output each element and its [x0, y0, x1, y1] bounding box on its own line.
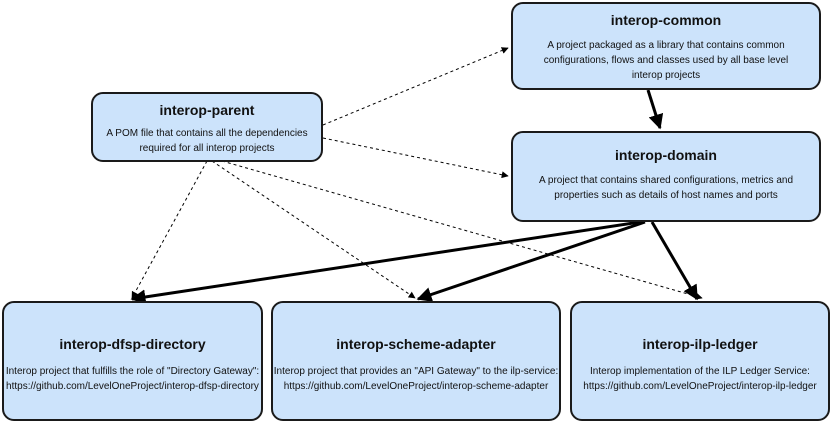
desc-line: required for all interop projects — [139, 143, 275, 154]
node-description: A project packaged as a library that con… — [544, 38, 789, 83]
edge-domain-ledger — [650, 221, 699, 301]
node-interop-common: interop-common A project packaged as a l… — [511, 2, 821, 90]
edge-parent-scheme — [211, 160, 416, 299]
edge-parent-ledger — [221, 160, 703, 300]
edge-parent-dfsp — [131, 160, 208, 299]
desc-line: https://github.com/LevelOneProject/inter… — [583, 381, 817, 392]
node-interop-scheme-adapter: interop-scheme-adapter Interop project t… — [271, 301, 561, 421]
edge-parent-common — [322, 47, 509, 126]
edge-domain-dfsp — [130, 220, 641, 305]
node-title: interop-parent — [159, 102, 255, 118]
desc-line: Interop implementation of the ILP Ledger… — [590, 366, 810, 377]
edge-parent-domain — [322, 137, 509, 179]
node-description: Interop implementation of the ILP Ledger… — [583, 364, 816, 394]
node-title: interop-ilp-ledger — [642, 336, 758, 352]
desc-line: Interop project that fulfills the role o… — [5, 366, 260, 377]
desc-line: configurations, flows and classes used b… — [543, 55, 789, 66]
node-interop-parent: interop-parent A POM file that contains … — [91, 92, 323, 162]
edge-domain-scheme — [416, 220, 646, 302]
node-title: interop-common — [610, 12, 722, 28]
node-description: Interop project that fulfills the role o… — [6, 364, 259, 394]
node-title: interop-dfsp-directory — [59, 336, 206, 352]
node-interop-ilp-ledger: interop-ilp-ledger Interop implementatio… — [570, 301, 830, 421]
node-description: A project that contains shared configura… — [539, 173, 793, 203]
desc-line: https://github.com/LevelOneProject/inter… — [6, 381, 259, 392]
node-description: A POM file that contains all the depende… — [106, 126, 307, 156]
desc-line: A project that contains shared configura… — [538, 175, 794, 186]
node-title: interop-domain — [615, 147, 717, 163]
desc-line: interop projects — [631, 70, 701, 81]
desc-line: properties such as details of host names… — [554, 190, 778, 201]
desc-line: https://github.com/LevelOneProject/inter… — [283, 381, 549, 392]
node-interop-dfsp-directory: interop-dfsp-directory Interop project t… — [2, 301, 263, 421]
node-description: Interop project that provides an "API Ga… — [274, 364, 558, 394]
node-title: interop-scheme-adapter — [336, 336, 496, 352]
node-interop-domain: interop-domain A project that contains s… — [511, 131, 821, 222]
desc-line: Interop project that provides an "API Ga… — [273, 366, 559, 377]
edge-common-domain — [646, 89, 664, 130]
desc-line: A project packaged as a library that con… — [547, 40, 785, 51]
desc-line: A POM file that contains all the depende… — [106, 128, 308, 139]
